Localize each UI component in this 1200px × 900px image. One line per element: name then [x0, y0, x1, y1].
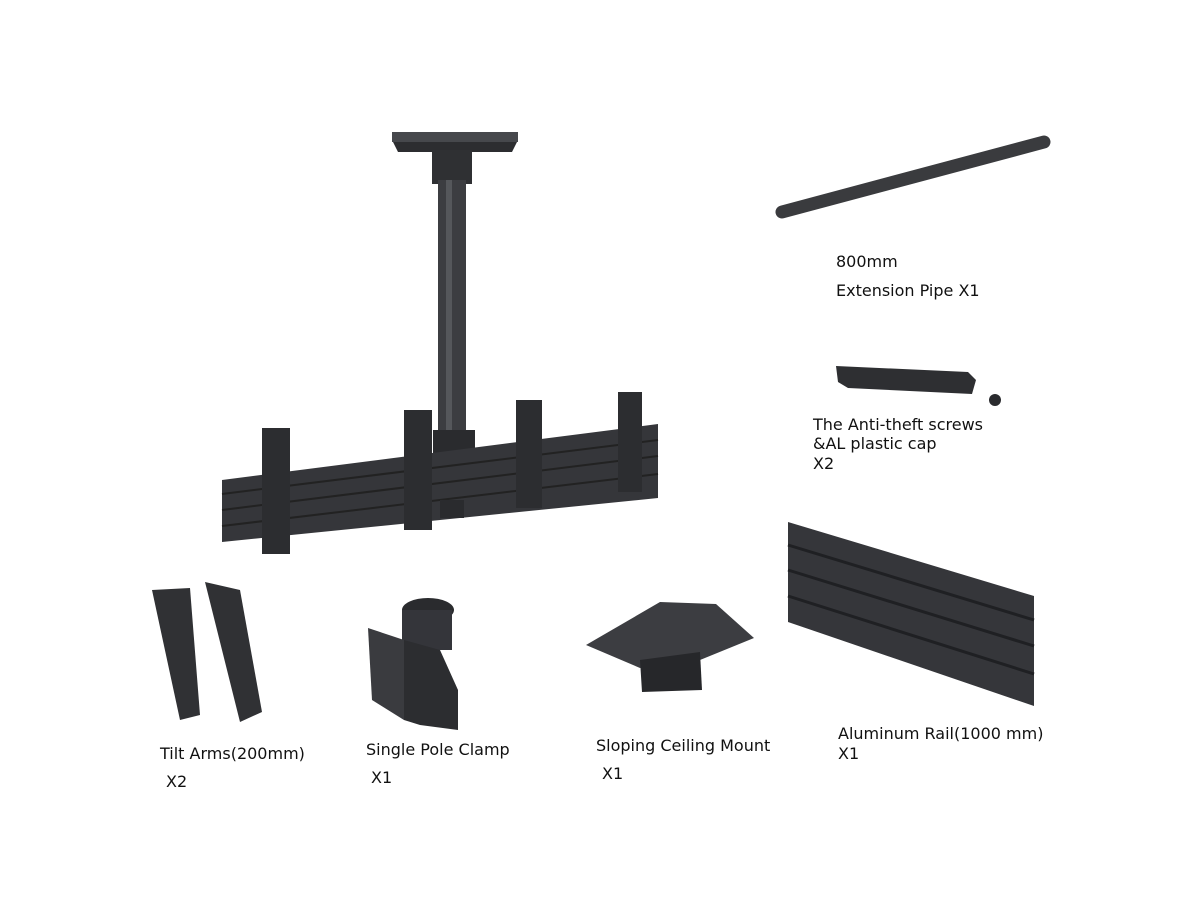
extension-pipe-size: 800mm	[836, 252, 898, 271]
extension-pipe-image	[775, 135, 1051, 219]
aluminum-rail-qty: X1	[838, 744, 860, 763]
single-pole-clamp-image	[368, 598, 458, 730]
ceiling-mount-qty: X1	[602, 764, 624, 783]
aluminum-rail-label: Aluminum Rail(1000 mm)	[838, 724, 1044, 743]
anti-theft-screw-image	[989, 394, 1001, 406]
anti-theft-label-line1: The Anti-theft screws	[813, 415, 984, 434]
sloping-ceiling-mount-image	[586, 602, 754, 692]
extension-pipe-label: Extension Pipe X1	[836, 281, 980, 300]
anti-theft-qty: X2	[813, 454, 835, 473]
tilt-arms-image	[152, 582, 262, 722]
aluminum-rail-image	[787, 522, 1035, 706]
tilt-arms-qty: X2	[166, 772, 188, 791]
pole-clamp-qty: X1	[371, 768, 393, 787]
anti-theft-label-line2: &AL plastic cap	[813, 434, 937, 453]
assembled-mount-image	[221, 132, 659, 554]
plastic-cap-image	[836, 366, 976, 394]
tilt-arms-label: Tilt Arms(200mm)	[160, 744, 305, 763]
pole-clamp-label: Single Pole Clamp	[366, 740, 510, 759]
ceiling-mount-label: Sloping Ceiling Mount	[596, 736, 771, 755]
